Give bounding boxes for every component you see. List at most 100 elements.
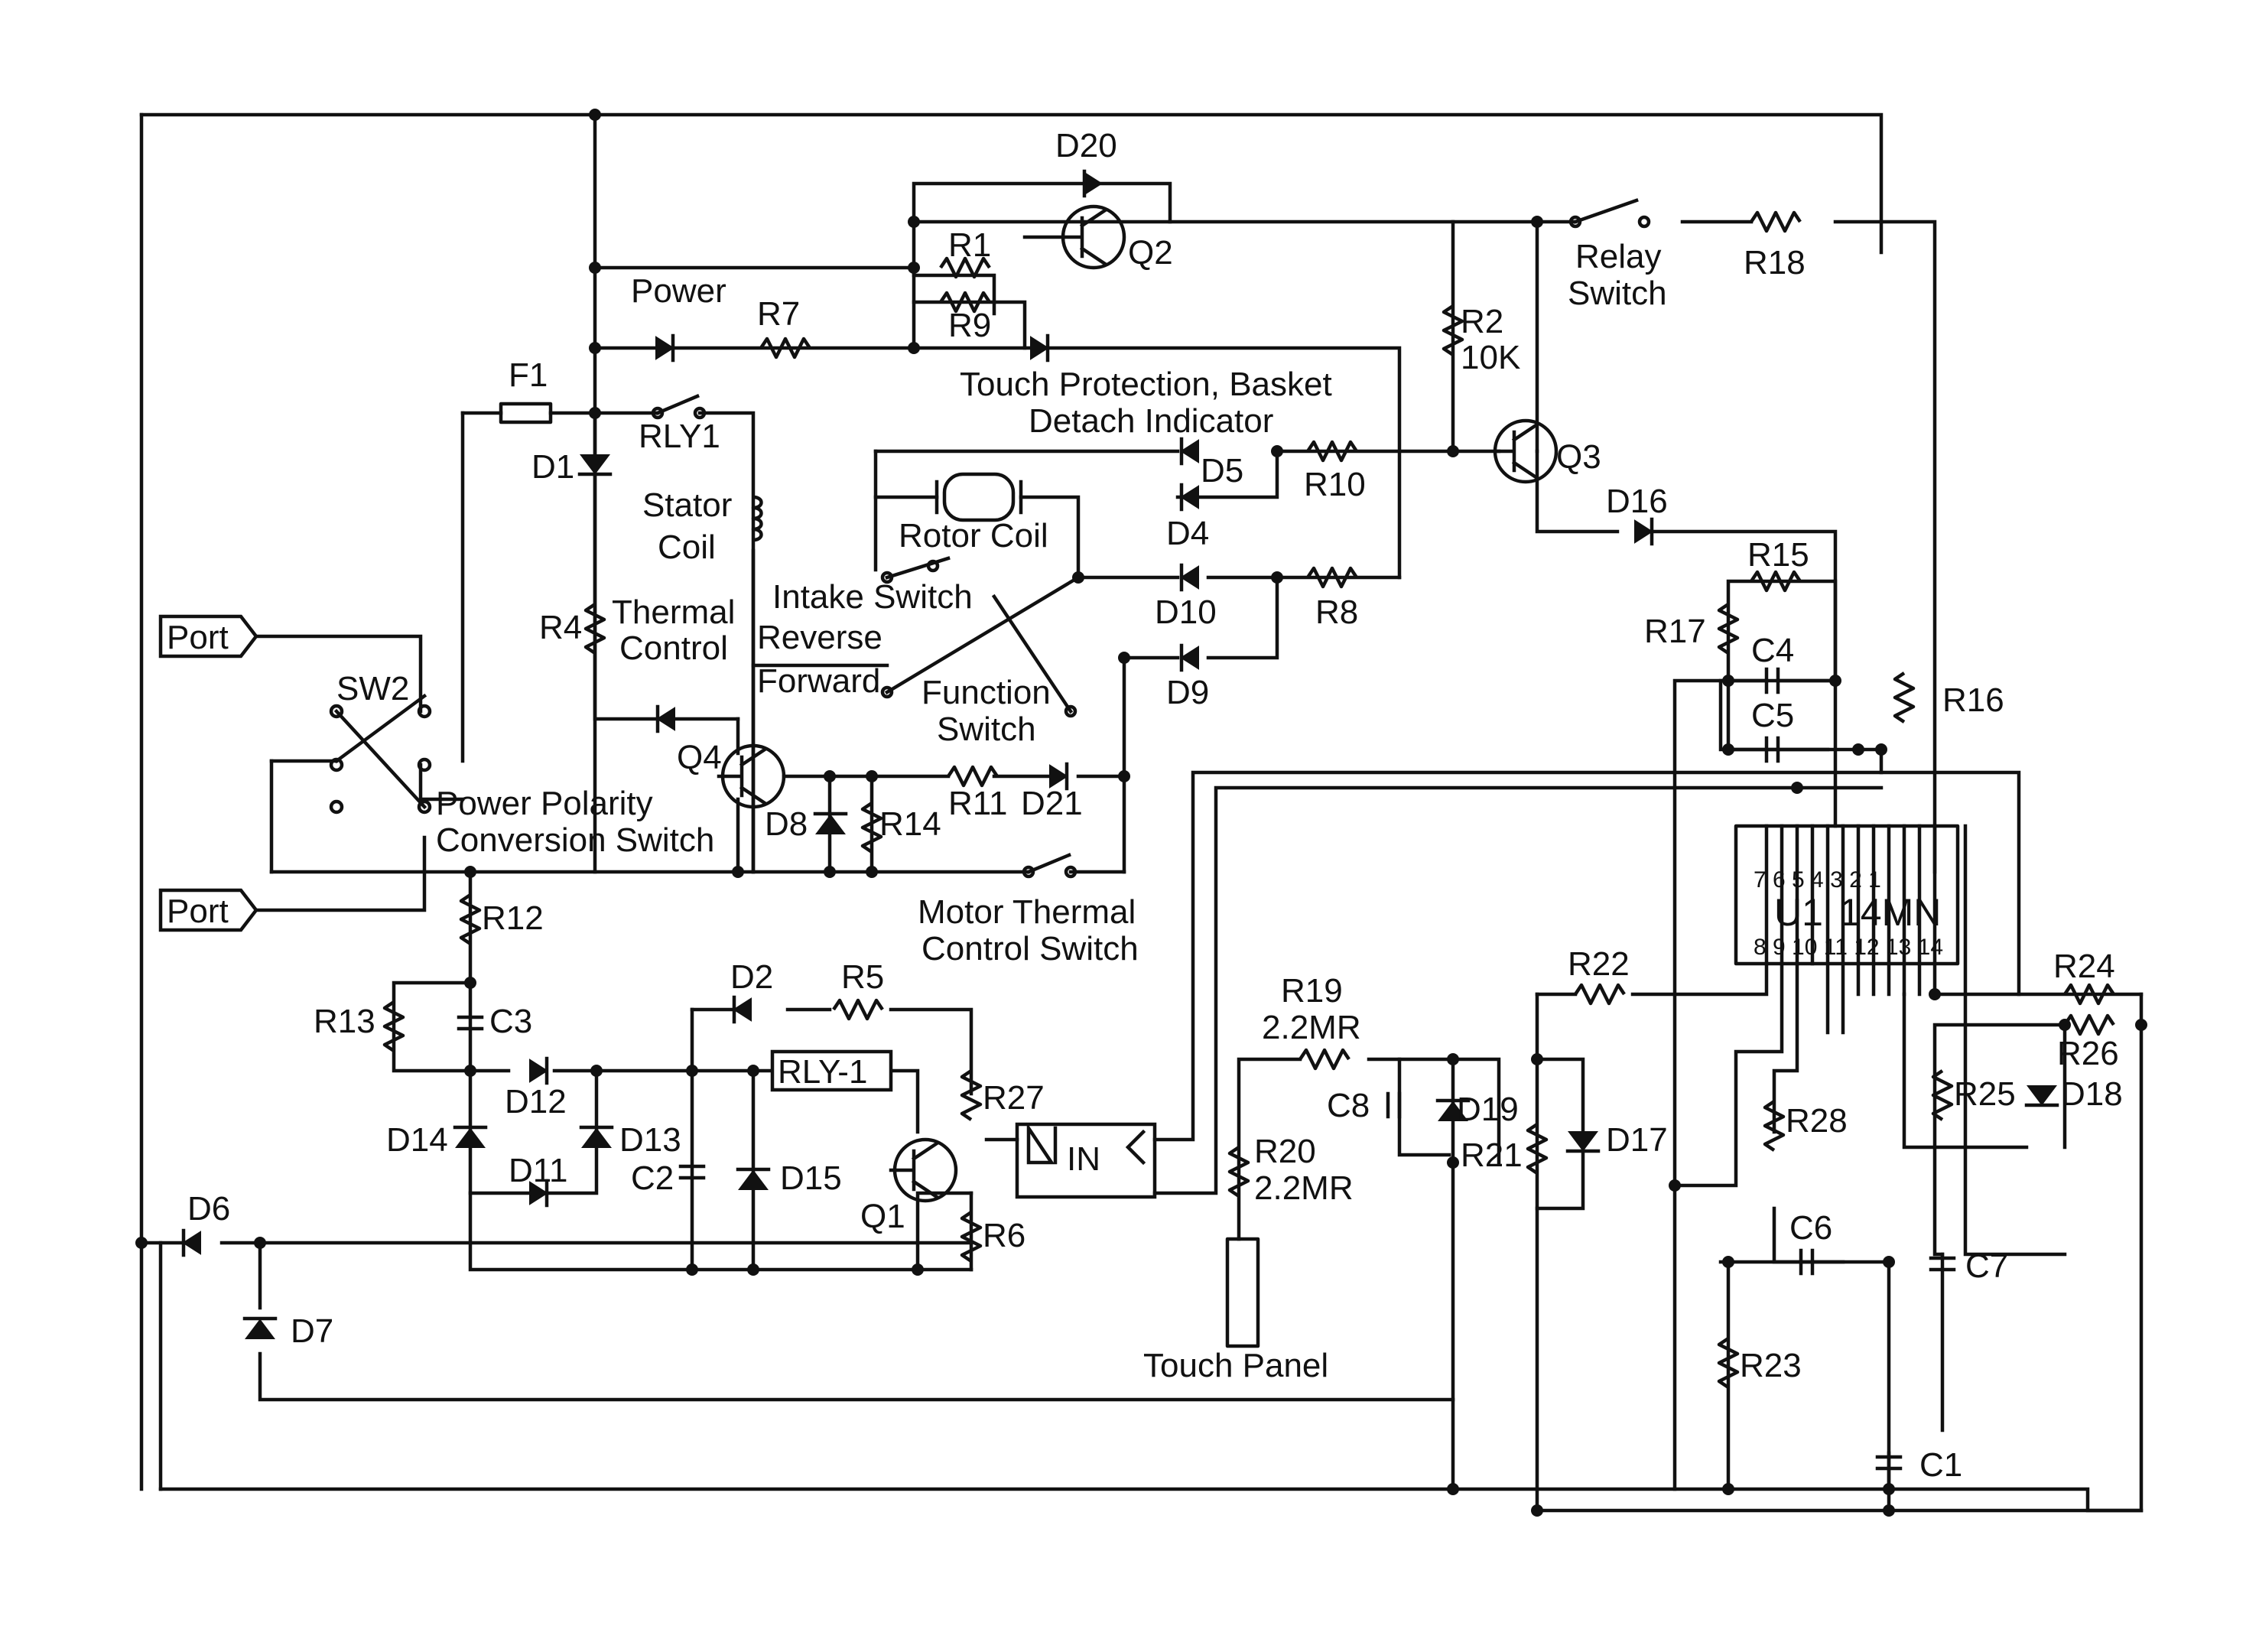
resistor-r25 <box>1931 1069 1954 1121</box>
label-r20: R20 <box>1254 1133 1316 1170</box>
diode-d21 <box>1049 762 1069 791</box>
label-d19: D19 <box>1457 1091 1519 1128</box>
label-sw2: SW2 <box>336 670 409 707</box>
diode-d14 <box>453 1125 488 1148</box>
label-r15: R15 <box>1747 536 1809 574</box>
label-ic-pins-bottom: 8 9 10 11 12 13 14 <box>1754 935 1943 960</box>
label-r8: R8 <box>1315 593 1358 631</box>
capacitor-c3 <box>457 1015 484 1031</box>
label-stator-2: Coil <box>658 528 716 566</box>
resistor-r1 <box>939 256 991 279</box>
diode-d16 <box>1634 517 1654 546</box>
label-motor-thermal-2: Control Switch <box>921 930 1139 967</box>
label-r20-val: 2.2MR <box>1254 1169 1354 1207</box>
diode-d11 <box>529 1179 549 1208</box>
resistor-r26 <box>2063 1013 2115 1036</box>
ic-u1-box <box>1734 824 1960 966</box>
junction-dots <box>135 109 2147 1517</box>
label-r10: R10 <box>1304 466 1366 503</box>
touch-panel-plate <box>1225 1237 1260 1348</box>
label-d11: D11 <box>509 1152 567 1189</box>
port-top-box <box>158 614 258 659</box>
label-d1: D1 <box>531 448 574 486</box>
label-r12: R12 <box>482 899 544 937</box>
label-r9: R9 <box>948 307 991 344</box>
label-r6: R6 <box>983 1217 1025 1254</box>
label-r2: R2 <box>1461 303 1503 340</box>
label-c4: C4 <box>1751 632 1794 669</box>
diode-d18 <box>2024 1085 2059 1107</box>
label-ic-pins-top: 7 6 5 4 3 2 1 <box>1754 867 1881 893</box>
label-q1: Q1 <box>860 1198 905 1235</box>
label-c2: C2 <box>631 1159 674 1197</box>
label-d16: D16 <box>1606 483 1668 520</box>
transistors <box>717 204 1559 1203</box>
label-r22: R22 <box>1568 945 1630 983</box>
resistor-r8 <box>1306 566 1358 589</box>
diode-d12 <box>529 1056 549 1085</box>
label-r2-val: 10K <box>1461 339 1520 376</box>
relay-switch <box>1568 198 1651 229</box>
sw2-switch <box>329 693 432 815</box>
resistor-r22 <box>1574 983 1626 1006</box>
label-d14: D14 <box>386 1121 448 1159</box>
diode-d5 <box>1179 437 1199 466</box>
resistors <box>382 210 2115 1389</box>
capacitor-c1 <box>1875 1455 1903 1471</box>
transistor-q2 <box>1022 204 1126 270</box>
label-d15: D15 <box>780 1159 842 1197</box>
label-intake-switch: Intake Switch <box>772 578 973 616</box>
capacitors <box>457 667 1956 1471</box>
label-q3: Q3 <box>1556 438 1601 476</box>
label-power: Power <box>631 272 726 310</box>
label-thermal-1: Thermal <box>612 593 735 631</box>
resistor-r17 <box>1717 603 1740 655</box>
resistor-r6 <box>960 1211 983 1263</box>
label-r11: R11 <box>948 785 1007 822</box>
switches <box>329 198 1960 1348</box>
function-switch <box>880 574 1081 718</box>
label-function-1: Function <box>921 674 1051 711</box>
label-d5: D5 <box>1201 452 1243 489</box>
label-in: IN <box>1067 1140 1100 1178</box>
capacitor-c5 <box>1764 736 1780 763</box>
diode-d1 <box>577 454 613 476</box>
labels: D20 Q2 R1 R9 Power R7 Relay Switch R18 R… <box>167 127 2123 1484</box>
label-c6: C6 <box>1789 1209 1832 1247</box>
label-u1: U1 <box>1774 891 1823 934</box>
capacitor-c8 <box>1386 1091 1402 1119</box>
resistor-r24 <box>2063 983 2115 1006</box>
rly1-switch <box>651 394 707 420</box>
rotor-coil-motor <box>934 472 1023 522</box>
label-d21: D21 <box>1021 785 1083 822</box>
label-r27: R27 <box>983 1079 1045 1117</box>
label-d10: D10 <box>1155 593 1217 631</box>
rly-1-box <box>770 1049 893 1092</box>
label-port-top: Port <box>167 619 229 656</box>
port-bottom-box <box>158 888 258 932</box>
diode-d15 <box>736 1167 771 1190</box>
label-d4: D4 <box>1166 515 1209 552</box>
label-r14: R14 <box>879 805 941 843</box>
resistor-r19 <box>1299 1048 1351 1071</box>
label-q2: Q2 <box>1128 234 1173 272</box>
label-rotor-coil: Rotor Coil <box>899 517 1048 554</box>
diode-touch-led <box>1030 333 1050 363</box>
capacitor-c7 <box>1929 1256 1956 1272</box>
capacitor-c2 <box>678 1164 706 1180</box>
resistor-r11 <box>947 765 999 788</box>
label-r23: R23 <box>1740 1347 1802 1384</box>
label-touch-protection-2: Detach Indicator <box>1029 402 1273 440</box>
label-d2: D2 <box>730 958 773 996</box>
label-r19-val: 2.2MR <box>1262 1009 1361 1046</box>
label-r1: R1 <box>948 226 991 264</box>
resistor-r23 <box>1717 1337 1740 1389</box>
label-c8: C8 <box>1327 1087 1370 1124</box>
label-ppc-1: Power Polarity <box>436 785 653 822</box>
intake-switch <box>880 556 951 584</box>
diode-d7 <box>242 1316 278 1339</box>
resistor-r15 <box>1750 570 1802 593</box>
diode-d9 <box>1179 643 1199 672</box>
label-r4: R4 <box>539 609 582 646</box>
